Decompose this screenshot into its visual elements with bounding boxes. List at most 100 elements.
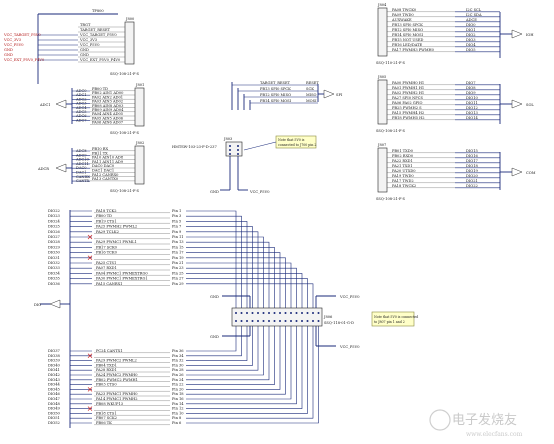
dig-pin-label: Pin 25 <box>172 271 184 275</box>
j806-pin <box>246 312 248 314</box>
j805-pin-label: PA00 PWMH0 H1 <box>392 81 424 85</box>
j800-net-label: VCC_P5V0 <box>3 43 24 47</box>
dig-pin-label: Pin 8 <box>172 416 182 420</box>
j807-pin-label: PA19 TWD0 <box>392 174 414 178</box>
j805-pin-label: PA01 PWMH1 H1 <box>392 86 424 90</box>
j805-connector <box>377 79 388 125</box>
j806-pin <box>295 320 298 322</box>
dig-pin-label: Pin 21 <box>172 261 184 265</box>
j801-ref: J801 <box>135 83 144 87</box>
j807-part: SSQ-108-21-F-S <box>376 197 406 201</box>
j806-pin <box>257 312 259 314</box>
j806-pin <box>312 312 314 314</box>
j806-pin <box>317 320 320 322</box>
dig-pin-label: Pin 14 <box>172 402 184 406</box>
j800-pin-label: TARGET_RESET <box>80 28 111 32</box>
dig-signal-label: PA25 PWMH2 PWML2 <box>96 225 137 229</box>
dig-signal-label: PB18 CTS1 <box>96 411 117 415</box>
dig-signal-label: PA30 PWMC1 PWMEXTRG1 <box>96 277 148 281</box>
dig-note <box>371 311 415 327</box>
no-connect-mark <box>87 353 93 359</box>
dig-signal-label: PA23 PWMC1 PWMH0 <box>96 392 138 396</box>
j804-pin-label: PB16 LED/DATE <box>392 43 423 47</box>
dig-signal-label: PA18 TCK2 <box>96 209 117 213</box>
dig-pin-label: Pin 30 <box>172 363 184 367</box>
no-connect-mark <box>87 387 93 392</box>
j802-pin-label: PA10 AIN10 AD8 <box>92 156 124 160</box>
j804-net-label: DIO3 <box>466 38 476 42</box>
dig-net-label: DIO36 <box>48 282 61 286</box>
dig-net-label: DIO31 <box>48 256 60 260</box>
j806-pin <box>284 312 287 314</box>
dig-pin-label: Pin 23 <box>172 266 184 270</box>
dig-signal-label: PB07 SCK2 <box>96 416 117 420</box>
j805-pin-label: PA27 SPI0 NPCS <box>392 96 423 100</box>
j802-pin-label: PA11 AIN11 AD9 <box>92 160 124 164</box>
j805-net-label: DIO8 <box>466 86 476 90</box>
j801-pin-label: PB09 AIN9 AD04 <box>92 108 124 112</box>
j807-net-label: DIO19 <box>466 169 479 173</box>
j804-pin-label: PB13 SPI0 SPCK <box>392 23 423 27</box>
dig-port <box>49 299 61 309</box>
j802-connector <box>134 145 145 185</box>
adcr-port <box>55 163 67 173</box>
dig-gnd-top: GND <box>210 295 219 299</box>
j805-net-label: DIO10 <box>466 96 479 100</box>
j806-pin <box>240 312 243 314</box>
dig-signal-label: PC24 CANTX1 <box>96 349 123 353</box>
dig-gnd-bot: GND <box>210 335 219 339</box>
j804-pin-label: PB12 SPI0 MISO <box>392 28 423 32</box>
spi-pin-name: MOSI <box>306 99 317 103</box>
dig-pin-label: Pin 27 <box>172 277 184 281</box>
dig-net-label: DIO26 <box>48 230 61 234</box>
j800-net-label: VCC_TARGET_P5V0 <box>3 33 41 37</box>
dig-note-text-1: Note that 5V0 is connected <box>374 315 418 319</box>
j800-net-label: GND <box>4 48 13 52</box>
spi-note-text-2: connected to J700 pin 2 <box>278 143 316 147</box>
j804-pin-label: PB14 SPI0 MOSI <box>392 33 424 37</box>
j807-net-label: DIO18 <box>466 164 479 168</box>
dig-signal-label: PA29 PWMC2 PWML2 <box>96 359 137 363</box>
j803-vcc: VCC_P5V0 <box>249 190 270 194</box>
dig-pin-label: Pin 19 <box>172 256 184 260</box>
j805-pin-label: PA15 PWMH4 H2 <box>392 111 424 115</box>
dig-signal-label: PA29 TCLK2 <box>96 230 119 234</box>
j806-pin <box>268 320 270 322</box>
j806-pin <box>257 320 259 322</box>
j800-pin-label: VCC_P5V0 <box>79 43 100 47</box>
j807-net-label: DIO22 <box>466 184 478 188</box>
dig-pin-label: Pin 5 <box>172 219 182 223</box>
dig-pin-label: Pin 32 <box>172 359 184 363</box>
dig-pin-label: Pin 3 <box>172 214 182 218</box>
tp800-ref: TP800 <box>92 9 104 13</box>
dig-signal-label: PA04 PWMC1 PWMEXTRG0 <box>96 271 148 275</box>
dig-pin-label: Pin 16 <box>172 397 184 401</box>
j804-net-label: I2C SCL <box>466 8 482 12</box>
dig-signal-label: PB03 CTS0 <box>96 383 117 387</box>
j804-connector <box>377 7 388 57</box>
dig-net-label: DIO39 <box>48 359 61 363</box>
dig-pin-label: Pin 6 <box>172 421 182 425</box>
j802-part: SSQ-108-21-F-S <box>110 189 140 193</box>
dig-net-label: DIO32 <box>48 261 60 265</box>
j804-part: SSQ-110-21-F-S <box>376 61 406 65</box>
dig-signal-label: PB08 WKUP13 <box>96 402 124 406</box>
j806-pin <box>279 312 281 314</box>
j806-pin <box>262 320 265 322</box>
j806-pin <box>251 320 254 322</box>
dig-vcc-bot: VCC_P5V0 <box>339 345 360 349</box>
j802-pin-label: DAC0 DAC0 <box>92 164 115 168</box>
j803-part: HMTSW-103-23-F-D-237 <box>172 145 217 149</box>
dig-vcc-top: VCC_P5V0 <box>339 295 360 299</box>
j802-pin-label: PB11 TX <box>92 151 108 155</box>
dig-pin-label: Pin 20 <box>172 387 184 391</box>
j805-part: SSQ-108-21-F-S <box>376 129 406 133</box>
j807-net-label: DIO20 <box>466 174 479 178</box>
dig-net-label: DIO45 <box>48 387 61 391</box>
spi-pin-name: SCK <box>306 87 314 91</box>
j806-pin <box>312 320 314 322</box>
j805-ref: J805 <box>377 75 387 79</box>
dig-net-label: DIO40 <box>48 363 61 367</box>
